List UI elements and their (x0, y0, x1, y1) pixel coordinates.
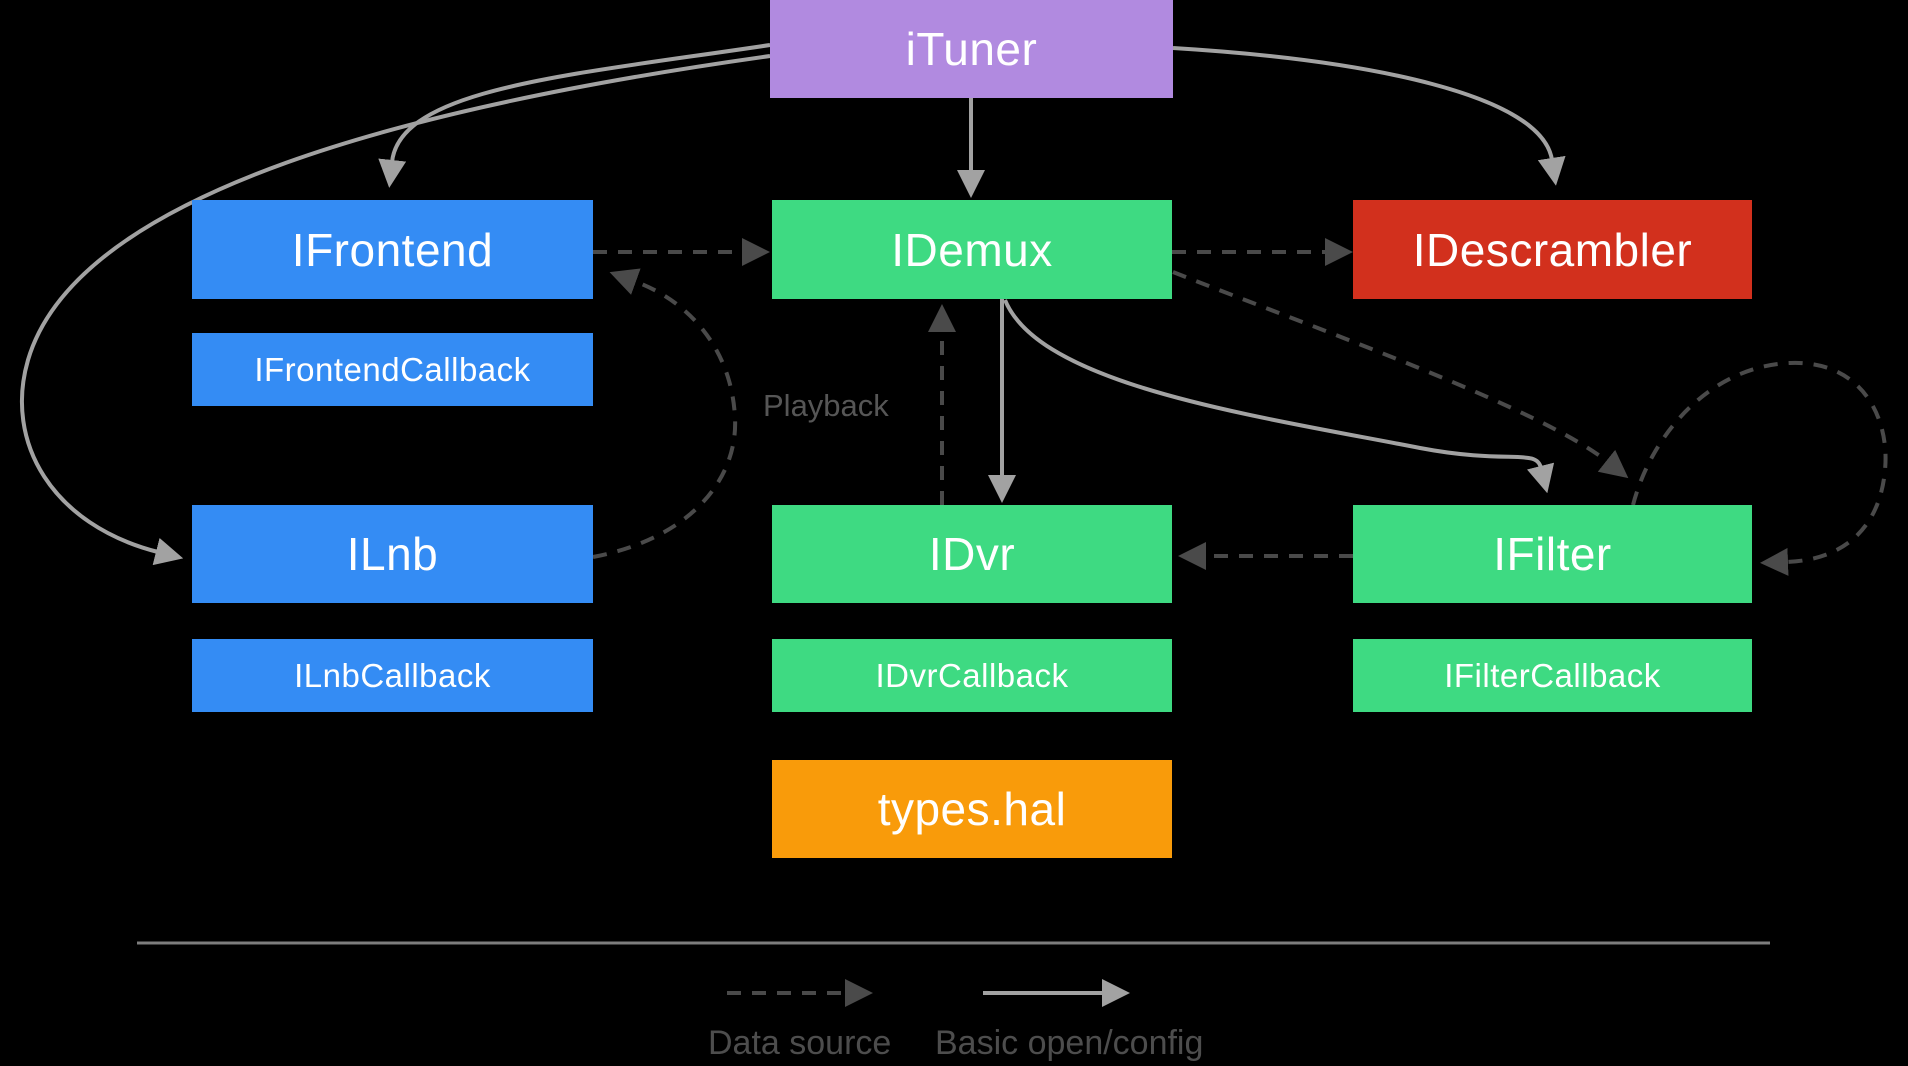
node-types-hal-label: types.hal (877, 783, 1067, 835)
node-ilnb-callback-label: ILnbCallback (294, 656, 491, 694)
playback-annotation: Playback (763, 388, 889, 423)
node-idescrambler: IDescrambler (1353, 200, 1752, 299)
node-idvr-callback-label: IDvrCallback (875, 656, 1069, 694)
node-ituner-label: iTuner (905, 23, 1038, 75)
node-ifilter-callback-label: IFilterCallback (1444, 656, 1661, 694)
legend-data-source-label: Data source (708, 1024, 892, 1062)
arrow-ilnb-to-ifrontend-dashed (592, 268, 738, 559)
node-ifrontend-label: IFrontend (291, 223, 494, 276)
node-ifilter-callback: IFilterCallback (1353, 639, 1752, 712)
node-idvr-callback: IDvrCallback (772, 639, 1172, 712)
node-idvr: IDvr (772, 505, 1172, 603)
arrow-idemux-to-ifilter-dashed (1172, 270, 1629, 479)
node-idemux: IDemux (772, 200, 1172, 299)
node-ifilter-label: IFilter (1493, 528, 1612, 580)
node-idvr-label: IDvr (928, 528, 1016, 580)
arrow-ituner-to-ilnb (19, 54, 771, 566)
arrow-ituner-to-ifrontend (378, 43, 771, 188)
arrow-idemux-to-ifilter (1003, 299, 1555, 494)
node-ilnb-label: ILnb (346, 528, 439, 580)
legend-basic-open-config-label: Basic open/config (935, 1024, 1204, 1062)
node-ilnb-callback: ILnbCallback (192, 639, 593, 712)
node-types-hal: types.hal (772, 760, 1172, 858)
node-ifrontend: IFrontend (192, 200, 593, 299)
arrow-ifilter-self-loop-dashed (1631, 360, 1888, 576)
node-ifrontend-callback: IFrontendCallback (192, 333, 593, 406)
node-ilnb: ILnb (192, 505, 593, 603)
node-idescrambler-label: IDescrambler (1412, 223, 1693, 276)
node-ifrontend-callback-label: IFrontendCallback (254, 350, 531, 388)
arrow-ituner-to-idescrambler (1172, 46, 1566, 186)
node-idemux-label: IDemux (891, 223, 1053, 276)
node-ifilter: IFilter (1353, 505, 1752, 603)
node-ituner: iTuner (770, 0, 1173, 98)
